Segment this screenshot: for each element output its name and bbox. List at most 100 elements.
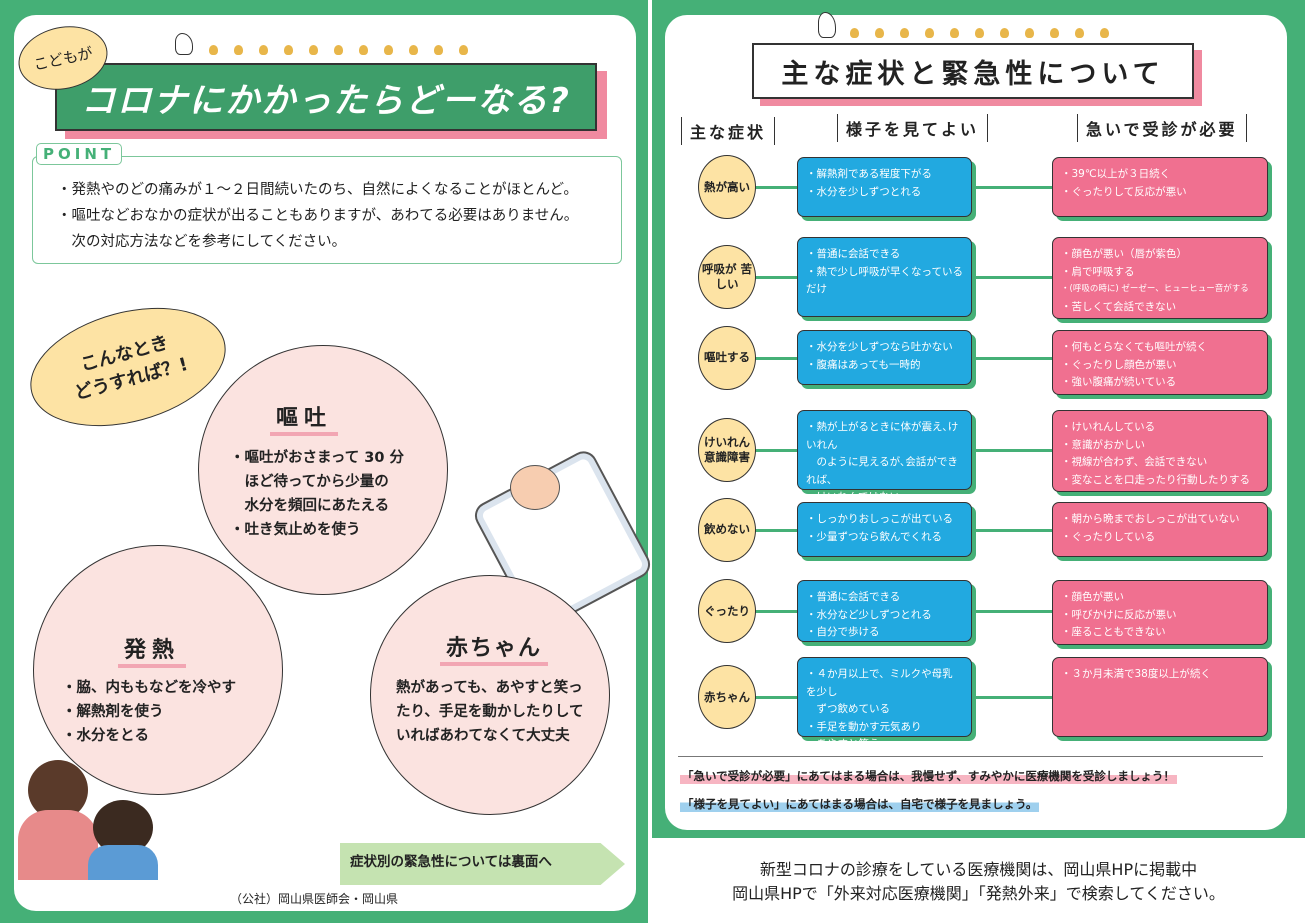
duckling-icon xyxy=(975,28,984,38)
connector-line xyxy=(752,528,800,532)
ducks-decoration xyxy=(175,33,485,55)
duckling-icon xyxy=(384,45,393,55)
next-page-arrow xyxy=(340,843,625,885)
urgent-item: ・３か月未満で38度以上が続く xyxy=(1061,668,1211,680)
urgent-item: ・座ることもできない xyxy=(1061,626,1166,638)
duck-icon xyxy=(818,12,836,38)
symptom-circle: 熱が高い xyxy=(698,155,756,219)
watch-box: ・普通に会話できる・熱で少し呼吸が早くなっているだけ xyxy=(797,237,972,317)
duckling-icon xyxy=(875,28,884,38)
watch-item: ・４か月以上で、ミルクや母乳を少し xyxy=(806,668,953,698)
watch-item: ・あやすと笑う xyxy=(806,738,880,750)
point-line: 次の対応方法などを参考にしてください。 xyxy=(57,234,347,250)
urgent-box: ・３か月未満で38度以上が続く xyxy=(1052,657,1268,737)
duckling-icon xyxy=(1100,28,1109,38)
symptom-circle: 赤ちゃん xyxy=(698,665,756,729)
symptom-circle: けいれん 意識障害 xyxy=(698,418,756,482)
header-symptom: 主な症状 xyxy=(681,117,776,145)
connector-line xyxy=(970,186,1054,189)
watch-item: ・熱で少し呼吸が早くなっているだけ xyxy=(806,265,963,296)
point-label: POINT xyxy=(36,143,123,165)
page-title: コロナにかかったらどーなる? xyxy=(55,63,597,131)
connector-line xyxy=(970,276,1054,279)
footer-info: 新型コロナの診療をしている医療機関は、岡山県HPに掲載中 岡山県HPで「外来対応… xyxy=(652,858,1305,906)
watch-item: ・解熱剤である程度下がる xyxy=(806,168,932,180)
urgent-item: ・顔色が悪い xyxy=(1061,591,1124,603)
duckling-icon xyxy=(1075,28,1084,38)
duckling-icon xyxy=(850,28,859,38)
urgent-item: ・ぐったりしている xyxy=(1061,530,1156,543)
symptom-label: 赤ちゃん xyxy=(704,689,750,704)
watch-box: ・水分を少しずつなら吐かない・腹痛はあっても一時的 xyxy=(797,330,972,385)
footer-line: 岡山県HPで「外来対応医療機関」「発熱外来」で検索してください。 xyxy=(732,884,1225,903)
urgent-item: ・顔色が悪い（唇が紫色） xyxy=(1061,248,1187,260)
point-box: ・発熱やのどの痛みが１～２日間続いたのち、自然によくなることがほとんど。 ・嘔吐… xyxy=(32,156,622,264)
symptom-circle: 嘔吐する xyxy=(698,325,756,390)
urgent-item: ・苦しくて会話できない xyxy=(1061,300,1177,313)
duckling-icon xyxy=(284,45,293,55)
footer-line: 新型コロナの診療をしている医療機関は、岡山県HPに掲載中 xyxy=(759,860,1198,879)
urgent-box: ・何もとらなくても嘔吐が続く・ぐったりし顔色が悪い・強い腹痛が続いている xyxy=(1052,330,1268,395)
watch-item: ・しっかりおしっこが出ている xyxy=(806,513,953,525)
symptom-label: 熱が高い xyxy=(704,179,750,194)
baby-line: いればあわてなくて大丈夫 xyxy=(396,728,570,744)
watch-item: けいれんではない xyxy=(806,491,900,503)
urgent-item: ・けいれんしている xyxy=(1061,421,1156,433)
duckling-icon xyxy=(1050,28,1059,38)
baby-line: 熱があっても、あやすと笑っ xyxy=(396,680,583,696)
watch-item: ・水分を少しずつなら吐かない xyxy=(806,341,953,353)
symptom-label: 飲めない xyxy=(704,522,750,536)
urgent-box: ・けいれんしている・意識がおかしい・視線が合わず、会話できない・変なことを口走っ… xyxy=(1052,410,1268,492)
duckling-icon xyxy=(434,45,443,55)
urgent-item: ・何もとらなくても嘔吐が続く xyxy=(1061,341,1207,353)
point-line: ・嘔吐などおなかの症状が出ることもありますが、あわてる必要はありません。 xyxy=(57,208,579,224)
watch-item: ・手足を動かす元気あり xyxy=(806,720,922,733)
urgent-note: 「急いで受診が必要」にあてはまる場合は、我慢せず、すみやかに医療機関を受診しまし… xyxy=(680,768,1177,784)
watch-item: ・熱が上がるときに体が震え､けいれん xyxy=(806,421,959,451)
baby-circle xyxy=(370,575,610,815)
vomit-circle xyxy=(198,345,448,595)
symptom-circle: 呼吸が 苦しい xyxy=(698,245,756,309)
divider xyxy=(678,756,1263,757)
next-page-text: 症状別の緊急性については裏面へ xyxy=(350,854,552,870)
connector-line xyxy=(752,449,800,452)
fever-list: ・脇、内ももなどを冷やす・解熱剤を使う・水分をとる xyxy=(62,676,236,748)
connector-line xyxy=(970,696,1054,699)
connector-line xyxy=(752,696,800,699)
fever-circle xyxy=(33,545,283,795)
duckling-icon xyxy=(234,45,243,55)
urgent-box: ・顔色が悪い（唇が紫色）・肩で呼吸する・(呼吸の時に) ゼーゼー、ヒューヒュー音… xyxy=(1052,237,1268,319)
watch-item: ・自分で歩ける xyxy=(806,626,880,638)
symptom-label: けいれん 意識障害 xyxy=(704,435,750,464)
symptom-label: 嘔吐する xyxy=(704,350,750,364)
symptom-circle: ぐったり xyxy=(698,579,756,643)
duckling-icon xyxy=(925,28,934,38)
urgent-box: ・39℃以上が３日続く・ぐったりして反応が悪い xyxy=(1052,157,1268,217)
connector-line xyxy=(970,449,1054,452)
baby-text: 熱があっても、あやすと笑ったり、手足を動かしたりしていればあわてなくて大丈夫 xyxy=(396,676,583,748)
connector-line xyxy=(752,186,800,189)
urgent-item: ・変なことを口走ったり行動したりする xyxy=(1061,473,1250,486)
urgent-item: ・ぐったりして反応が悪い xyxy=(1061,185,1187,198)
watch-box: ・普通に会話できる・水分など少しずつとれる・自分で歩ける xyxy=(797,580,972,642)
urgent-box: ・顔色が悪い・呼びかけに反応が悪い・座ることもできない xyxy=(1052,580,1268,645)
header-watch: 様子を見てよい xyxy=(837,114,989,142)
watch-item: ・普通に会話できる xyxy=(806,248,901,260)
watch-item: ずつ飲めている xyxy=(806,703,890,715)
watch-item: ・腹痛はあっても一時的 xyxy=(806,358,921,371)
urgent-box: ・朝から晩までおしっこが出ていない・ぐったりしている xyxy=(1052,502,1268,557)
urgent-item: ・意識がおかしい xyxy=(1061,438,1145,451)
right-title: 主な症状と緊急性について xyxy=(752,43,1194,99)
watch-item: ・少量ずつなら飲んでくれる xyxy=(806,530,942,543)
credit-text: （公社）岡山県医師会・岡山県 xyxy=(230,892,399,906)
connector-line xyxy=(970,610,1054,613)
vomit-title: 嘔吐 xyxy=(270,400,339,436)
vomit-list: ・嘔吐がおさまって 30 分 ほど待ってから少量の 水分を頻回にあたえる・吐き気… xyxy=(230,446,404,542)
watch-item: のように見えるが､会話ができれば､ xyxy=(806,456,958,486)
ducks-decoration xyxy=(850,28,1130,38)
baby-line: たり、手足を動かしたりして xyxy=(396,704,584,720)
header-urgent: 急いで受診が必要 xyxy=(1077,114,1247,142)
urgent-item: ・強い腹痛が続いている xyxy=(1061,376,1177,388)
watch-item: ・水分など少しずつとれる xyxy=(806,608,932,621)
duckling-icon xyxy=(309,45,318,55)
